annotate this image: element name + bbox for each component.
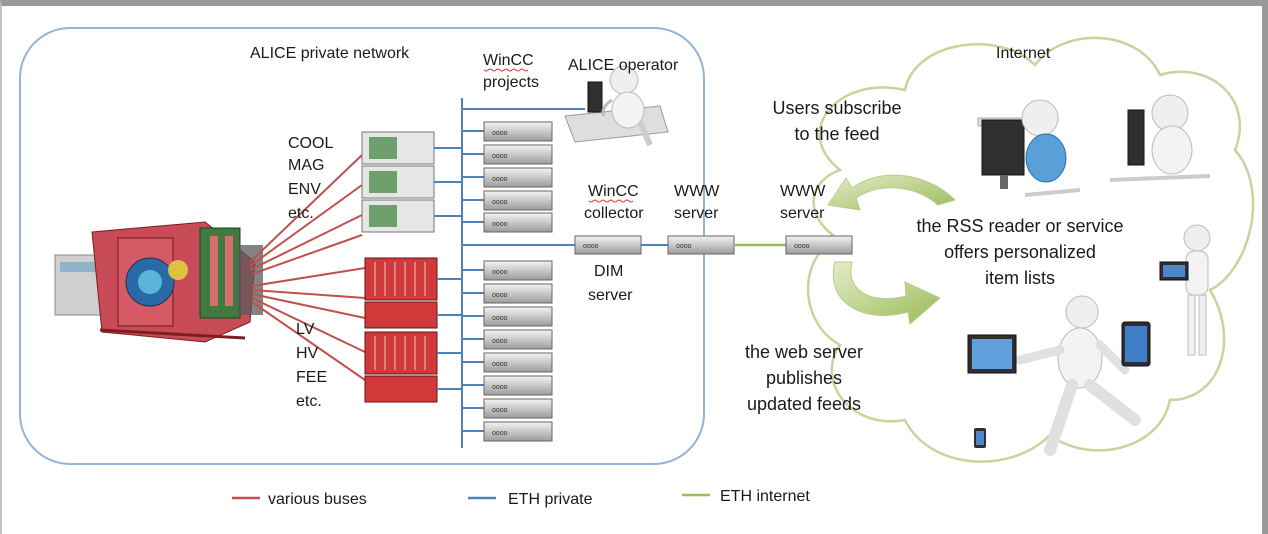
label-etc-top: etc. bbox=[288, 205, 314, 222]
alice-detector bbox=[54, 221, 263, 343]
svg-text:oooo: oooo bbox=[492, 221, 508, 228]
svg-text:oooo: oooo bbox=[492, 176, 508, 183]
legend-label-eth-internet: ETH internet bbox=[720, 488, 810, 505]
label-cool: COOL bbox=[288, 135, 333, 152]
label-lv: LV bbox=[296, 321, 315, 338]
crates-top bbox=[361, 131, 435, 233]
label-www-internet-2: server bbox=[780, 205, 825, 222]
cycle-arrow-lower bbox=[832, 261, 941, 325]
svg-text:oooo: oooo bbox=[492, 130, 508, 137]
svg-text:oooo: oooo bbox=[492, 199, 508, 206]
label-www-private-2: server bbox=[674, 205, 719, 222]
svg-text:oooo: oooo bbox=[492, 292, 508, 299]
svg-text:oooo: oooo bbox=[794, 243, 810, 250]
svg-text:oooo: oooo bbox=[492, 315, 508, 322]
label-rss-1: the RSS reader or service bbox=[916, 216, 1123, 236]
label-fee: FEE bbox=[296, 369, 327, 386]
user-figure-female bbox=[977, 99, 1081, 197]
wincc-servers-lower: oooo oooo oooo oooo oooo oooo oooo oooo bbox=[483, 260, 553, 442]
user-figure-tablet bbox=[1159, 224, 1211, 356]
crates-bottom bbox=[364, 257, 438, 403]
label-etc-bottom: etc. bbox=[296, 393, 322, 410]
label-subscribe-2: to the feed bbox=[794, 124, 879, 144]
label-internet: Internet bbox=[996, 45, 1051, 62]
collector-server: oooo bbox=[574, 235, 642, 255]
user-figure-multi-device bbox=[967, 295, 1151, 456]
spellcheck-underline-collector bbox=[588, 199, 634, 203]
label-env: ENV bbox=[288, 181, 321, 198]
label-private-network: ALICE private network bbox=[250, 45, 410, 62]
bus-lines bbox=[249, 154, 366, 381]
legend-label-buses: various buses bbox=[268, 491, 367, 508]
label-www-private-1: WWW bbox=[674, 183, 720, 200]
svg-text:oooo: oooo bbox=[583, 243, 599, 250]
svg-text:oooo: oooo bbox=[492, 430, 508, 437]
www-server-private: oooo bbox=[667, 235, 735, 255]
eth-private-lines bbox=[434, 98, 668, 448]
cycle-arrow-upper bbox=[827, 174, 956, 211]
label-collector-2: collector bbox=[584, 205, 644, 222]
label-dim-2: server bbox=[588, 287, 633, 304]
svg-text:oooo: oooo bbox=[492, 153, 508, 160]
cycle-arrows bbox=[827, 174, 956, 325]
legend-label-eth-private: ETH private bbox=[508, 491, 593, 508]
label-wincc-projects-1: WinCC bbox=[483, 52, 534, 69]
label-www-internet-1: WWW bbox=[780, 183, 826, 200]
www-server-internet: oooo bbox=[785, 235, 853, 255]
svg-text:oooo: oooo bbox=[676, 243, 692, 250]
label-wincc-projects-2: projects bbox=[483, 74, 539, 91]
label-hv: HV bbox=[296, 345, 319, 362]
svg-text:oooo: oooo bbox=[492, 338, 508, 345]
label-rss-3: item lists bbox=[985, 268, 1055, 288]
wincc-servers-upper: oooo oooo oooo oooo oooo bbox=[483, 121, 553, 233]
label-web-2: publishes bbox=[766, 368, 842, 388]
svg-text:oooo: oooo bbox=[492, 384, 508, 391]
legend: various buses ETH private ETH internet bbox=[232, 488, 810, 508]
svg-text:oooo: oooo bbox=[492, 361, 508, 368]
spellcheck-underline-projects bbox=[483, 68, 529, 72]
operator-figure bbox=[564, 65, 669, 147]
user-figure-male bbox=[1109, 94, 1211, 182]
label-collector-1: WinCC bbox=[588, 183, 639, 200]
label-subscribe-1: Users subscribe bbox=[772, 98, 901, 118]
label-web-3: updated feeds bbox=[747, 394, 861, 414]
svg-text:oooo: oooo bbox=[492, 407, 508, 414]
label-dim-1: DIM bbox=[594, 263, 623, 280]
label-web-1: the web server bbox=[745, 342, 863, 362]
label-rss-2: offers personalized bbox=[944, 242, 1096, 262]
label-operator: ALICE operator bbox=[568, 57, 679, 74]
label-mag: MAG bbox=[288, 157, 324, 174]
svg-text:oooo: oooo bbox=[492, 269, 508, 276]
